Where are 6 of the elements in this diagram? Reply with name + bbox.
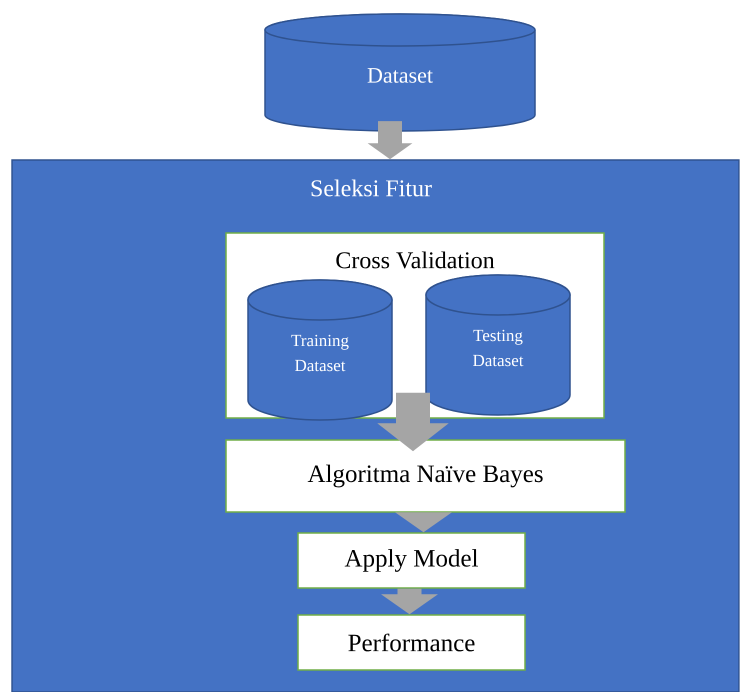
process-box: Algoritma Naïve Bayes — [225, 439, 626, 513]
database-cylinder: Training Dataset — [247, 279, 393, 421]
process-box: Apply Model — [297, 532, 526, 589]
database-cylinder: Dataset — [264, 13, 536, 132]
process-box: Performance — [297, 614, 526, 671]
database-cylinder: Testing Dataset — [425, 274, 571, 416]
